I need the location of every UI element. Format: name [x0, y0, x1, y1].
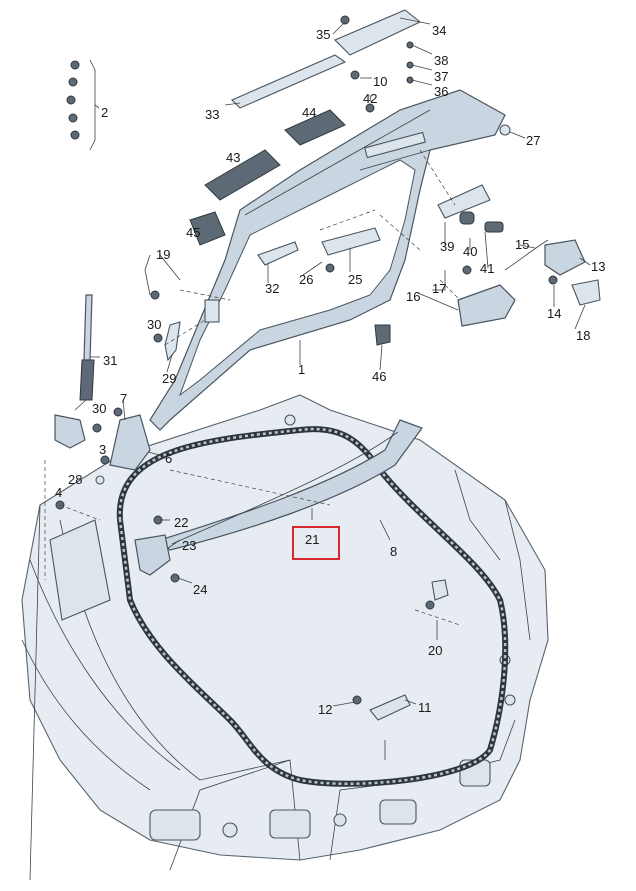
callout-label-l33: 33	[205, 107, 220, 122]
callout-label-l30a: 30	[147, 317, 162, 332]
leader-lines	[89, 17, 591, 707]
gas-strut	[74, 294, 95, 411]
callout-label-l3: 3	[99, 442, 107, 457]
callout-label-l4: 4	[55, 485, 63, 500]
callout-label-l11: 11	[418, 700, 432, 715]
callout-label-l26: 26	[299, 272, 314, 287]
callout-label-l23: 23	[182, 538, 197, 553]
callout-label-l42: 42	[363, 91, 378, 106]
callout-label-l35: 35	[316, 27, 331, 42]
callout-label-l31: 31	[103, 353, 118, 368]
car-body-shell	[21, 394, 549, 881]
callout-label-l16: 16	[406, 289, 421, 304]
callout-label-l40: 40	[463, 244, 478, 259]
callout-label-l32: 32	[265, 281, 280, 296]
callout-label-l8: 8	[390, 544, 398, 559]
foam-blocks	[189, 109, 346, 246]
callout-label-l36: 36	[434, 84, 449, 99]
callout-label-l6: 6	[165, 451, 173, 466]
callout-label-l13: 13	[591, 259, 606, 274]
hinge-assembly	[54, 321, 181, 576]
tailgate-frame	[149, 89, 506, 431]
callout-label-l7: 7	[120, 391, 128, 406]
callout-label-l43: 43	[226, 150, 241, 165]
callout-label-l15: 15	[515, 237, 530, 252]
callout-label-l12: 12	[318, 702, 333, 717]
callout-label-l44: 44	[302, 105, 317, 120]
callout-label-l29: 29	[162, 371, 177, 386]
assembly-dash-lines	[44, 149, 461, 626]
callout-label-l25: 25	[348, 272, 363, 287]
callout-label-l30b: 30	[92, 401, 107, 416]
callout-label-l38: 38	[434, 53, 449, 68]
callout-label-l19: 19	[156, 247, 171, 262]
callout-label-l17: 17	[432, 281, 447, 296]
callout-label-l21: 21	[305, 532, 320, 547]
lock-parts	[374, 184, 601, 346]
callout-label-l27: 27	[526, 133, 541, 148]
callout-label-l24: 24	[193, 582, 208, 597]
interior-handles	[257, 227, 381, 266]
callout-label-l1: 1	[298, 362, 306, 377]
callout-label-l41: 41	[480, 261, 495, 276]
callout-label-l34: 34	[432, 23, 447, 38]
fasteners	[55, 15, 558, 705]
callout-label-l45: 45	[186, 225, 201, 240]
highlight-box-part-21	[292, 526, 340, 560]
callout-label-l20: 20	[428, 643, 443, 658]
top-strips	[231, 9, 422, 109]
callout-label-l18: 18	[576, 328, 591, 343]
cover-strip-21	[158, 419, 423, 551]
trunk-seal	[116, 426, 509, 787]
callout-label-l22: 22	[174, 515, 189, 530]
callout-label-l46: 46	[372, 369, 387, 384]
latch-parts	[369, 579, 449, 760]
callout-label-l2: 2	[101, 105, 109, 120]
callout-label-l14: 14	[547, 306, 562, 321]
callout-label-l39: 39	[440, 239, 455, 254]
callout-label-l28: 28	[68, 472, 83, 487]
callout-label-l10: 10	[373, 74, 388, 89]
callout-label-l37: 37	[434, 69, 449, 84]
